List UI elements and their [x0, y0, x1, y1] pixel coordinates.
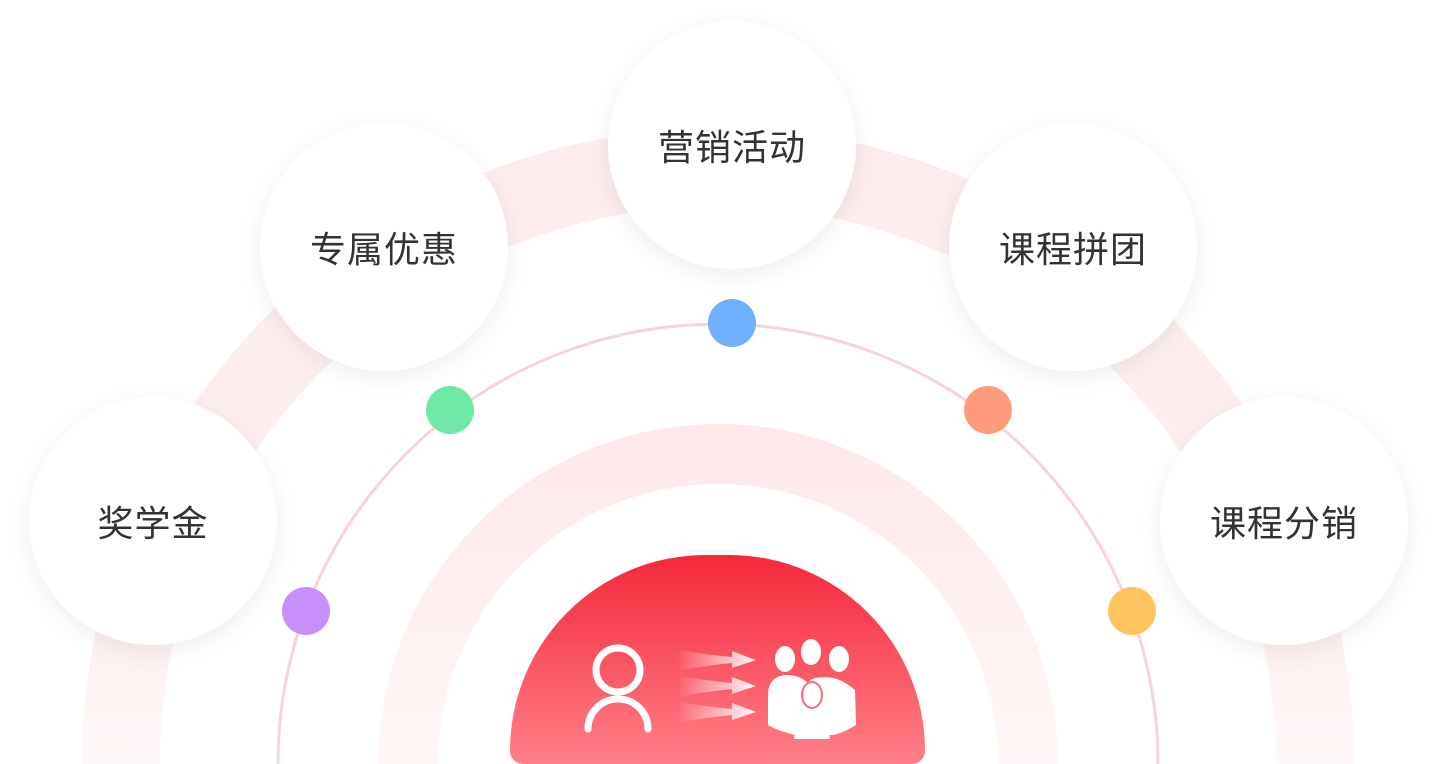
inner-band-arc [378, 424, 1058, 764]
feature-label: 课程分销 [1209, 504, 1358, 545]
user-icon [584, 644, 652, 733]
feature-label: 专属优惠 [309, 230, 458, 271]
dot-group-buy [964, 386, 1012, 434]
arrows-icon [677, 650, 756, 723]
dot-scholarship [282, 587, 330, 635]
feature-label: 奖学金 [97, 504, 209, 545]
dot-exclusive-offer [426, 386, 474, 434]
feature-exclusive-offer[interactable]: 专属优惠 [260, 123, 508, 371]
feature-distribution[interactable]: 课程分销 [1160, 397, 1408, 645]
feature-group-buy[interactable]: 课程拼团 [949, 123, 1197, 371]
feature-marketing[interactable]: 营销活动 [608, 21, 856, 269]
dot-distribution [1108, 587, 1156, 635]
group-icon [768, 639, 856, 739]
dot-marketing [708, 299, 756, 347]
feature-label: 营销活动 [657, 128, 806, 169]
feature-scholarship[interactable]: 奖学金 [29, 397, 277, 645]
hub-semicircle [510, 555, 925, 764]
feature-label: 课程拼团 [998, 230, 1147, 271]
